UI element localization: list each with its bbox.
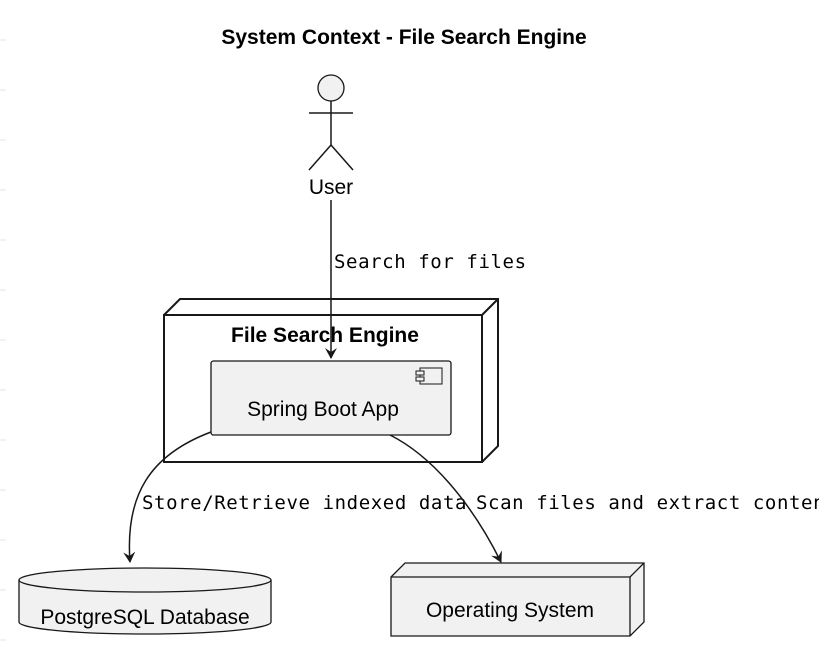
node-title: File Search Engine: [231, 324, 419, 347]
operating-system-node[interactable]: Operating System: [390, 562, 645, 637]
spring-boot-app-component[interactable]: Spring Boot App: [210, 360, 452, 436]
edge-user-to-app: Search for files: [325, 200, 527, 359]
edge-label: Store/Retrieve indexed data: [142, 492, 467, 514]
edge-label: Search for files: [334, 251, 527, 273]
postgresql-database[interactable]: PostgreSQL Database: [18, 567, 272, 635]
diagram-title: System Context - File Search Engine: [221, 26, 586, 49]
component-icon: [415, 367, 443, 385]
stick-figure-actor-icon: [308, 74, 354, 171]
edge-label: Scan files and extract content: [476, 492, 819, 514]
edge-app-to-database: Store/Retrieve indexed data: [123, 431, 467, 563]
left-ruler: [0, 39, 6, 641]
actor-label: User: [309, 176, 353, 199]
edge-app-to-os: Scan files and extract content: [389, 434, 819, 563]
component-label: Spring Boot App: [247, 398, 399, 421]
user-actor[interactable]: User: [308, 74, 354, 199]
external-node-label: Operating System: [426, 599, 594, 622]
database-label: PostgreSQL Database: [40, 606, 249, 629]
